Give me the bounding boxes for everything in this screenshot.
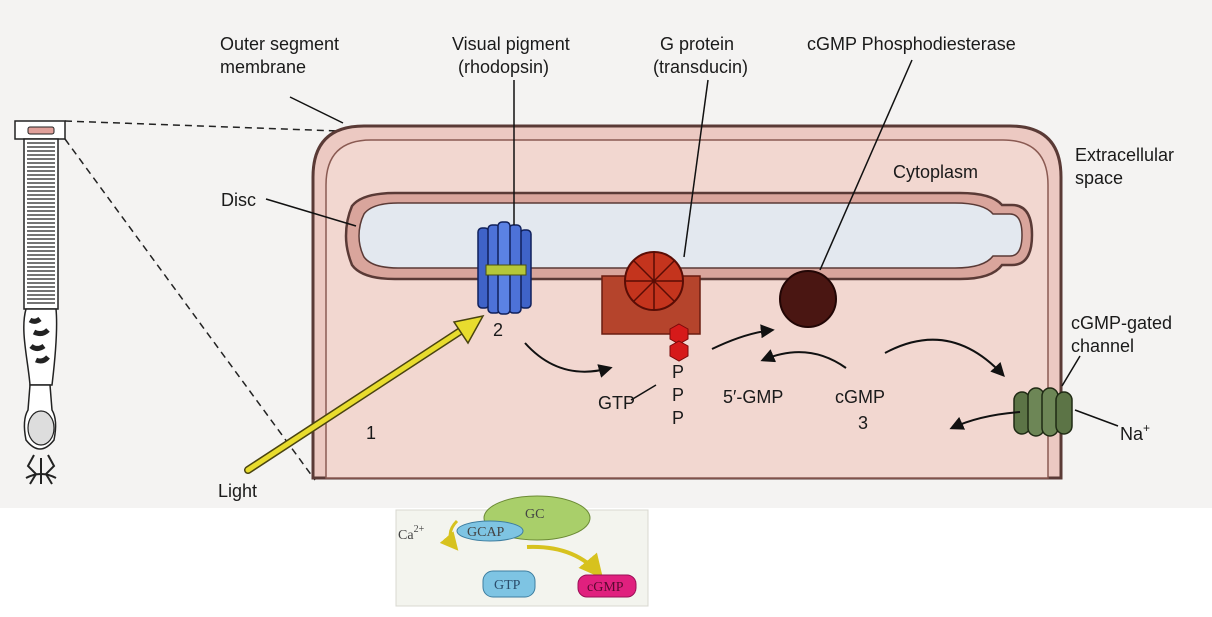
label-extracellular-line2: space: [1075, 168, 1123, 188]
label-pde: cGMP Phosphodiesterase: [807, 34, 1016, 54]
gtp-molecule: [669, 323, 689, 362]
label-cytoplasm: Cytoplasm: [893, 162, 978, 182]
label-outer-segment-line2: membrane: [220, 57, 306, 77]
label-outer-segment-line1: Outer segment: [220, 34, 339, 54]
inset-label-gcap: GCAP: [467, 525, 505, 540]
projection-line-top: [64, 120, 339, 132]
inset-label-ca: Ca2+: [398, 524, 425, 543]
label-visual-pigment-line1: Visual pigment: [452, 34, 570, 54]
label-step-3: 3: [858, 413, 868, 433]
transducin: [601, 251, 701, 335]
label-g-protein-line1: G protein: [660, 34, 734, 54]
projection-line-bottom: [64, 138, 316, 481]
light-arrow: [244, 314, 485, 474]
label-gtp: GTP: [598, 393, 635, 413]
cgmp-gated-channel: [1013, 387, 1073, 437]
label-visual-pigment-line2: (rhodopsin): [458, 57, 549, 77]
label-channel-line2: channel: [1071, 336, 1134, 356]
label-p2: P: [672, 385, 684, 405]
label-g-protein-line2: (transducin): [653, 57, 748, 77]
rod-cell-schematic: [14, 120, 66, 485]
label-p1: P: [672, 362, 684, 382]
label-step-1: 1: [366, 423, 376, 443]
inset-label-gtp: GTP: [494, 578, 521, 593]
label-channel-line1: cGMP-gated: [1071, 313, 1172, 333]
label-na: Na+: [1120, 421, 1150, 444]
phosphodiesterase: [779, 270, 837, 328]
rhodopsin: [477, 221, 532, 315]
label-cgmp: cGMP: [835, 387, 885, 407]
inset-label-gc: GC: [525, 507, 544, 522]
reaction-arrows: [524, 324, 1021, 430]
label-5-gmp: 5′-GMP: [723, 387, 783, 407]
label-disc: Disc: [221, 190, 256, 210]
label-step-2: 2: [493, 320, 503, 340]
inset-label-cgmp: cGMP: [587, 580, 624, 595]
label-p3: P: [672, 408, 684, 428]
gc-gcap-inset: [395, 495, 649, 607]
label-extracellular-line1: Extracellular: [1075, 145, 1174, 165]
leader-lines: [265, 59, 1119, 427]
label-light: Light: [218, 481, 257, 501]
